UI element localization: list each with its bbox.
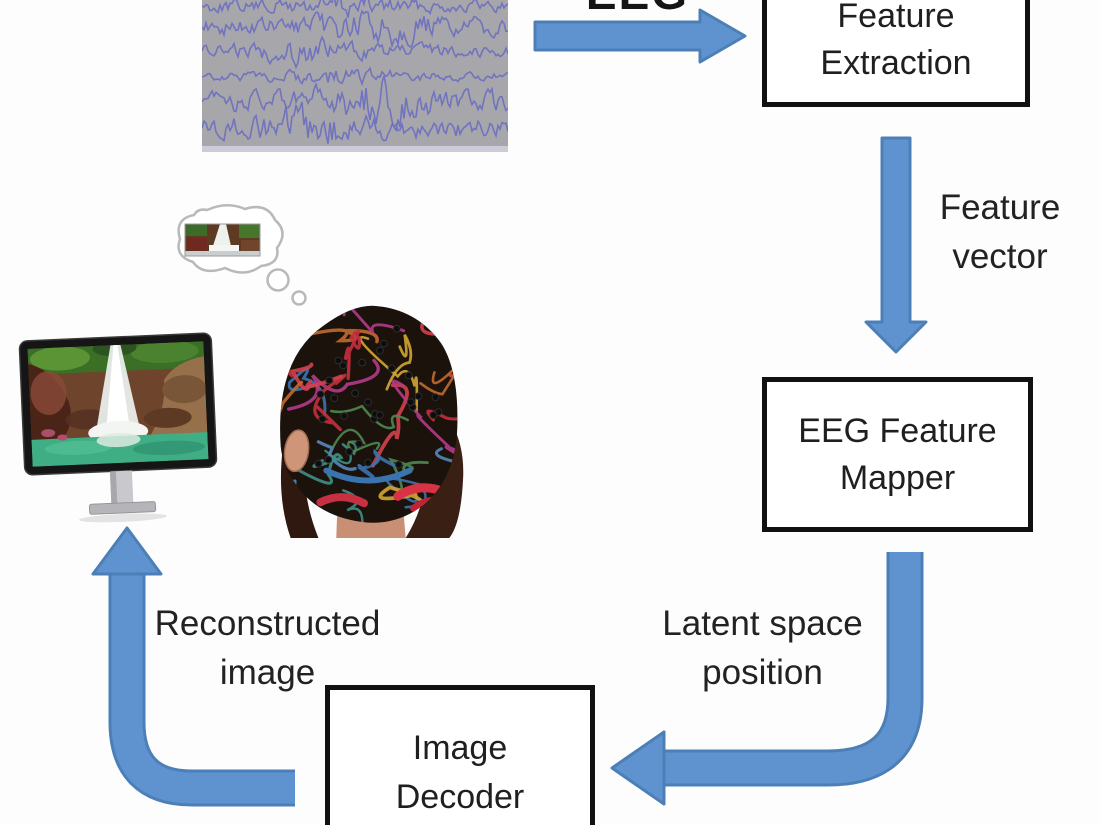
reconstructed-line2: image [219,653,316,692]
latent-space-line2: position [702,653,823,692]
feature-extraction-label-line1: Feature [837,0,955,35]
latent-space-line1: Latent space [662,604,863,643]
eeg-feature-mapper-label-line2: Mapper [839,458,956,497]
image-decoder-label-line2: Decoder [395,778,525,816]
eeg-bottom-strip [202,146,508,152]
feature-vector-label: Feature vector [915,183,1085,281]
reconstructed-line1: Reconstructed [154,604,381,643]
eeg-cap-wires [280,305,458,523]
ear [283,429,310,473]
eeg-feature-mapper-label-line1: EEG Feature [798,411,997,450]
eeg-signal-image [202,0,508,152]
thought-bubble-waterfall-icon [177,204,307,306]
monitor-stand-base [88,501,157,515]
bubble-trail-circle-large [266,268,290,292]
eeg-signal-label: EEG [580,0,695,16]
monitor-with-reconstructed-image [18,332,218,523]
eeg-electrodes [314,324,443,469]
monitor-screen-waterfall [27,341,209,467]
image-decoder-label-line1: Image [412,729,508,767]
feature-vector-line2: vector [952,237,1048,276]
feature-vector-line1: Feature [939,188,1061,227]
latent-space-position-label: Latent space position [640,599,885,697]
reconstructed-image-label: Reconstructed image [145,599,390,697]
feature-extraction-box: Feature Extraction [762,0,1030,107]
feature-extraction-label-line2: Extraction [820,44,972,82]
eeg-feature-mapper-box: EEG Feature Mapper [762,377,1033,532]
image-decoder-box: Image Decoder [325,685,595,825]
monitor-shadow [79,513,167,523]
monitor-stand-shade [109,471,118,505]
eeg-traces [202,0,508,144]
bubble-trail-circle-small [291,290,307,306]
head-with-eeg-cap-image [280,305,464,538]
bubble-mini-waterfall-image [184,223,261,257]
